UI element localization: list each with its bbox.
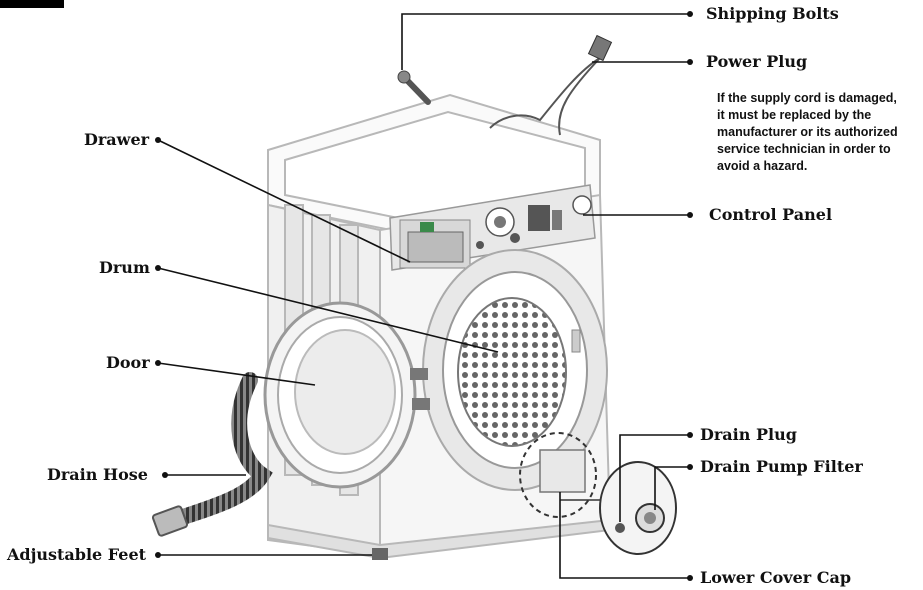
door-graphic	[263, 301, 430, 489]
label-drain-plug: Drain Plug	[700, 425, 797, 444]
label-control-panel: Control Panel	[709, 205, 833, 224]
note-line: avoid a hazard.	[717, 159, 808, 173]
leader-dots	[155, 11, 693, 581]
drain-plug-graphic	[615, 523, 625, 533]
note-line: service technician in order to	[717, 142, 891, 156]
adjustable-foot-graphic	[372, 548, 388, 560]
label-shipping-bolts: Shipping Bolts	[706, 4, 839, 23]
power-plug-note: If the supply cord is damaged, it must b…	[717, 90, 923, 175]
label-power-plug: Power Plug	[706, 52, 808, 71]
control-panel-graphic	[389, 184, 596, 271]
note-line: If the supply cord is damaged,	[717, 91, 897, 105]
label-drawer: Drawer	[84, 130, 150, 149]
power-plug-graphic	[489, 34, 613, 136]
drain-hose-graphic	[151, 372, 273, 537]
leader-lines	[157, 13, 690, 579]
note-line: manufacturer or its authorized	[717, 125, 898, 139]
shipping-bolt-graphic	[397, 70, 431, 105]
label-drain-pump-filter: Drain Pump Filter	[700, 457, 863, 476]
label-door: Door	[106, 353, 150, 372]
label-adjustable-feet: Adjustable Feet	[7, 545, 147, 564]
lower-cover-graphic	[519, 432, 677, 555]
drum-graphic	[422, 249, 608, 491]
label-drum: Drum	[99, 258, 150, 277]
label-drain-hose: Drain Hose	[47, 465, 148, 484]
corner-marker	[0, 0, 64, 8]
label-lower-cover-cap: Lower Cover Cap	[700, 568, 852, 587]
note-line: it must be replaced by the	[717, 108, 872, 122]
